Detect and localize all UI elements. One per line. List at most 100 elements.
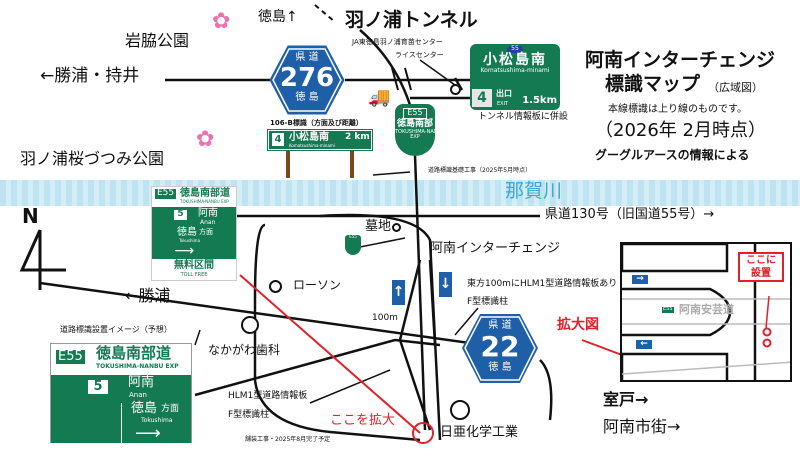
- prefroad-22-sign: 県 道 22 徳 島: [460, 312, 540, 385]
- label-anan-city: 阿南市街→: [603, 417, 681, 436]
- note-106b: 106-B標識（方面及び距離）: [270, 119, 363, 127]
- toll-free-guide-sign: E55 徳島南部道 TOKUSHIMA-NANBU EXP 5 阿南 Anan …: [151, 186, 237, 281]
- prefroad-276-sign: 県 道 276 徳 島: [268, 44, 346, 116]
- compass-n: N: [22, 204, 39, 228]
- exit-jp: 出口: [496, 89, 512, 99]
- map-scope: （広域図）: [708, 81, 763, 94]
- hex-number: 276: [279, 63, 335, 93]
- map-source: グーグルアースの情報による: [595, 148, 750, 162]
- label-iwawaki-park: 岩脇公園: [125, 31, 190, 50]
- label-zoom-here: ここを拡大: [330, 413, 396, 428]
- cemetery-circle: [392, 223, 401, 232]
- sign-roman: Komatsushima-minami: [289, 143, 335, 148]
- label-sakura-park: 羽ノ浦桜づつみ公園: [20, 149, 165, 168]
- sakura-icon: ✿: [196, 127, 215, 152]
- route-badge: 55: [507, 45, 523, 53]
- note-f-pillar: F型標識柱: [467, 297, 509, 307]
- one-way-left-sign: ←: [636, 340, 652, 349]
- arrow-right-icon: ⟶: [174, 243, 195, 259]
- label-ja-center: JA東徳島羽ノ浦育苗センター: [352, 38, 443, 46]
- note-f-pillar-2: F型標識柱: [228, 410, 270, 420]
- sign-roman: TOKUSHIMA-NANBU EXP: [180, 199, 229, 204]
- landmark-circle: [450, 84, 461, 95]
- e55-name: 徳島南部: [396, 118, 433, 129]
- sakura-icon: ✿: [212, 9, 231, 34]
- sign-number: 5: [174, 209, 187, 220]
- hex-number: 22: [480, 330, 520, 363]
- sign-dest2-en: Tokushima: [179, 238, 201, 243]
- sign-number: 5: [88, 379, 108, 395]
- naka-river: [0, 180, 800, 206]
- map-date: （2026年 2月時点）: [595, 120, 766, 141]
- sign-dest1: 阿南: [128, 375, 155, 390]
- sign-number: 4: [272, 133, 284, 146]
- north-arrow-icon: [19, 229, 66, 290]
- sign-roman: TOKUSHIMA-NANBU EXP: [96, 363, 179, 370]
- e55-route-sign: E55 徳島南部 TOKUSHIMA-NANBU EXP: [395, 104, 445, 156]
- sign-roman: Komatsushima-minami: [480, 66, 550, 74]
- inset-road-name: 阿南安芸道: [679, 303, 734, 316]
- hex-name: 徳 島: [295, 92, 319, 103]
- note-100m: 100m: [372, 313, 398, 323]
- sign-dir: 方面: [199, 228, 213, 236]
- e55-code: E55: [349, 234, 357, 239]
- e55-roman: TOKUSHIMA-NANBU: [395, 128, 445, 135]
- hex-pref: 県 道: [295, 52, 319, 63]
- sign-name: 小松島南: [483, 51, 547, 68]
- exit-dist: 1.5km: [522, 95, 557, 106]
- one-way-down-sign: ↓: [439, 272, 452, 297]
- e55-exp: EXP: [410, 134, 420, 141]
- install-here-label: ここに 設置: [738, 252, 784, 282]
- sign-route-name: 徳島南部道: [96, 344, 172, 362]
- map-title-2: 標識マップ: [605, 73, 701, 95]
- sign-106b: 4 小松島南 2 km Komatsushima-minami: [267, 129, 373, 151]
- map-title: 阿南インターチェンジ: [585, 49, 776, 71]
- one-way-right-sign: →: [632, 275, 648, 284]
- lawson-circle: [269, 280, 282, 293]
- komatsushima-exit-sign: 55 小松島南 Komatsushima-minami 4 出口 EXIT 1.…: [470, 44, 560, 110]
- label-rice-center: ライスセンター: [395, 51, 444, 59]
- sign-dest2: 徳島: [131, 401, 158, 416]
- note-hlm1: HLM1型道路情報板: [228, 391, 308, 401]
- sign-dest1: 阿南: [198, 208, 218, 219]
- sign-installation-image: E55 徳島南部道 TOKUSHIMA-NANBU EXP 5 阿南 Anan …: [50, 343, 192, 443]
- label-tunnel: 羽ノ浦トンネル: [345, 9, 478, 31]
- one-way-up-sign: ↑: [392, 280, 405, 305]
- enlarged-inset-map: → ← E55 阿南安芸道 ここに 設置: [620, 242, 792, 382]
- e55-code: E55: [403, 108, 427, 119]
- note-hlm1-east: 東方100mにHLM1型道路情報板あり: [467, 279, 618, 289]
- label-lawson: ローソン: [293, 278, 342, 292]
- sign-route-name: 徳島南部道: [180, 188, 230, 199]
- sign-dest2: 徳島: [177, 227, 197, 238]
- truck-icon: 🚚: [368, 87, 391, 108]
- label-anan-ic: 阿南インターチェンジ: [430, 241, 561, 256]
- label-katsuura: ←勝浦: [125, 286, 171, 305]
- hex-name: 徳 島: [488, 362, 512, 373]
- sign-code: E55: [56, 349, 85, 365]
- inset-e55-badge: E55: [662, 306, 674, 313]
- label-katsuura-mochii: ←勝浦・持井: [40, 66, 140, 86]
- nichia-circle: [450, 400, 470, 420]
- e55-small-marker: E55: [345, 234, 361, 255]
- sign-toll: 無料区間: [174, 260, 214, 271]
- note-foundation: 道路標識基礎工事（2025年5月時点）: [428, 167, 532, 174]
- label-nichia: 日亜化学工業: [440, 425, 519, 440]
- label-naka-river: 那賀川: [505, 180, 563, 202]
- dental-circle: [241, 316, 259, 334]
- note-paving: 舗装工事・2025年8月完了予定: [245, 436, 331, 443]
- sign-code: E55: [155, 188, 177, 199]
- sign-toll-en: TOLL FREE: [180, 272, 208, 278]
- sign-dir: 方面: [161, 404, 180, 414]
- exit-en: EXIT: [497, 100, 509, 107]
- sign-dest1-en: Anan: [200, 219, 216, 226]
- label-tokushima-up: 徳島↑: [258, 9, 298, 25]
- sign-dest1-en: Anan: [129, 391, 147, 399]
- label-nakagawa-dental: なかがわ歯科: [208, 343, 281, 357]
- label-cemetery: 墓地: [365, 219, 392, 234]
- sign-dest2-en: Tokushima: [141, 417, 173, 424]
- note-image-title: 道路標識設置イメージ（予想）: [60, 325, 172, 334]
- arrow-right-icon: ⟶: [135, 423, 161, 444]
- sign-dist: 2 km: [345, 132, 370, 142]
- label-kakudaizu: 拡大図: [557, 317, 599, 333]
